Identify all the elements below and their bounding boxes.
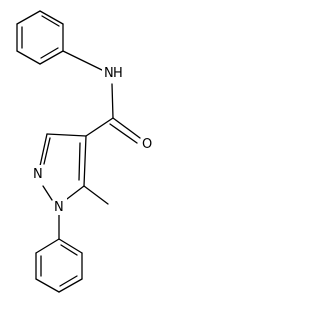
structure-canvas: N H O N N [16,10,154,293]
methyl-bond [83,185,109,205]
molecule-drawing: N H O N N [16,10,154,293]
amide-n-label: N [104,66,114,81]
amide-h-label: H [113,66,123,81]
top-phenyl-ring [16,10,64,65]
atom-n-amide: N H [102,64,124,81]
carbonyl-double-bond-a [112,117,141,139]
carbonyl-double-bond-b [109,123,138,144]
n-carbonyl-bond [111,83,114,119]
phenyl-n-bond [62,50,105,72]
carbonyl-o-label: O [142,137,152,152]
atom-n2: N [32,165,46,182]
atom-n1: N [53,198,67,215]
pyrazole-n2-label: N [33,167,43,182]
pyrazole-n1-label: N [54,200,64,215]
atom-o-carbonyl: O [141,135,154,152]
bottom-phenyl-ring [35,238,83,293]
pyrazole-ring [39,133,87,203]
carbonyl-ring-bond [85,117,114,137]
